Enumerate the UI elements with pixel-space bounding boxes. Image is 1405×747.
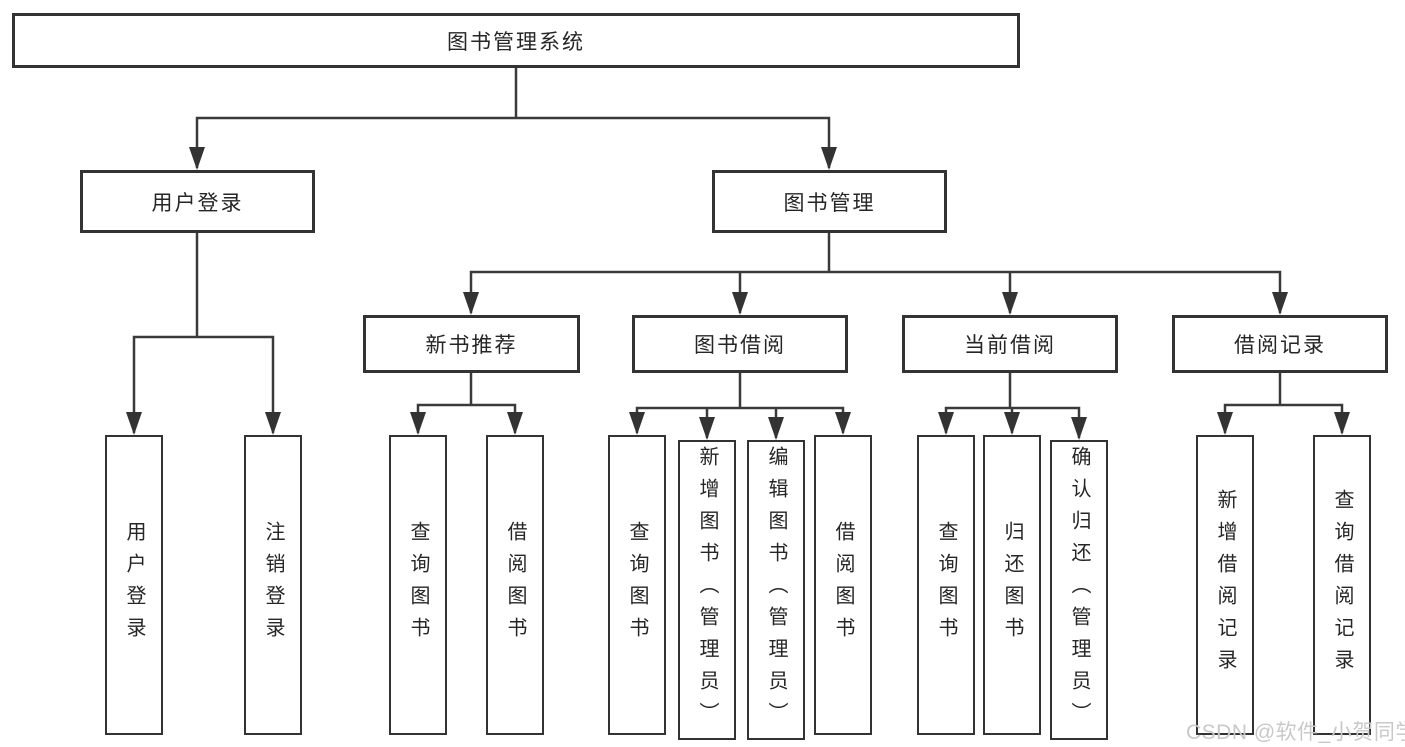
leaf-borrowing-edit-books-admin: 编辑图书（管理员） [747, 440, 805, 740]
leaf-borrowing-query-books: 查询图书 [608, 435, 666, 735]
leaf-current-return-books: 归还图书 [983, 435, 1041, 735]
node-borrowing-records: 借阅记录 [1172, 315, 1388, 373]
node-new-book-recommend: 新书推荐 [363, 315, 580, 373]
leaf-records-query-record: 查询借阅记录 [1313, 435, 1371, 735]
leaf-recommend-query-books: 查询图书 [389, 435, 447, 735]
node-current-borrowing: 当前借阅 [902, 315, 1118, 373]
leaf-borrowing-borrow-books: 借阅图书 [814, 435, 872, 735]
node-book-borrowing: 图书借阅 [632, 315, 848, 373]
csdn-watermark: CSDN @软件_小贺同学 [1186, 721, 1405, 744]
node-user-login-branch: 用户登录 [80, 170, 315, 233]
leaf-current-confirm-return-admin: 确认归还（管理员） [1050, 440, 1108, 740]
leaf-current-query-books: 查询图书 [917, 435, 975, 735]
leaf-user-login: 用户登录 [105, 435, 163, 735]
node-book-management-branch: 图书管理 [712, 170, 947, 233]
leaf-recommend-borrow-books: 借阅图书 [486, 435, 544, 735]
leaf-logout: 注销登录 [244, 435, 302, 735]
node-root-system: 图书管理系统 [12, 13, 1020, 68]
leaf-records-add-record: 新增借阅记录 [1196, 435, 1254, 735]
leaf-borrowing-add-books-admin: 新增图书（管理员） [678, 440, 736, 740]
arrowhead-icons [126, 147, 1350, 440]
